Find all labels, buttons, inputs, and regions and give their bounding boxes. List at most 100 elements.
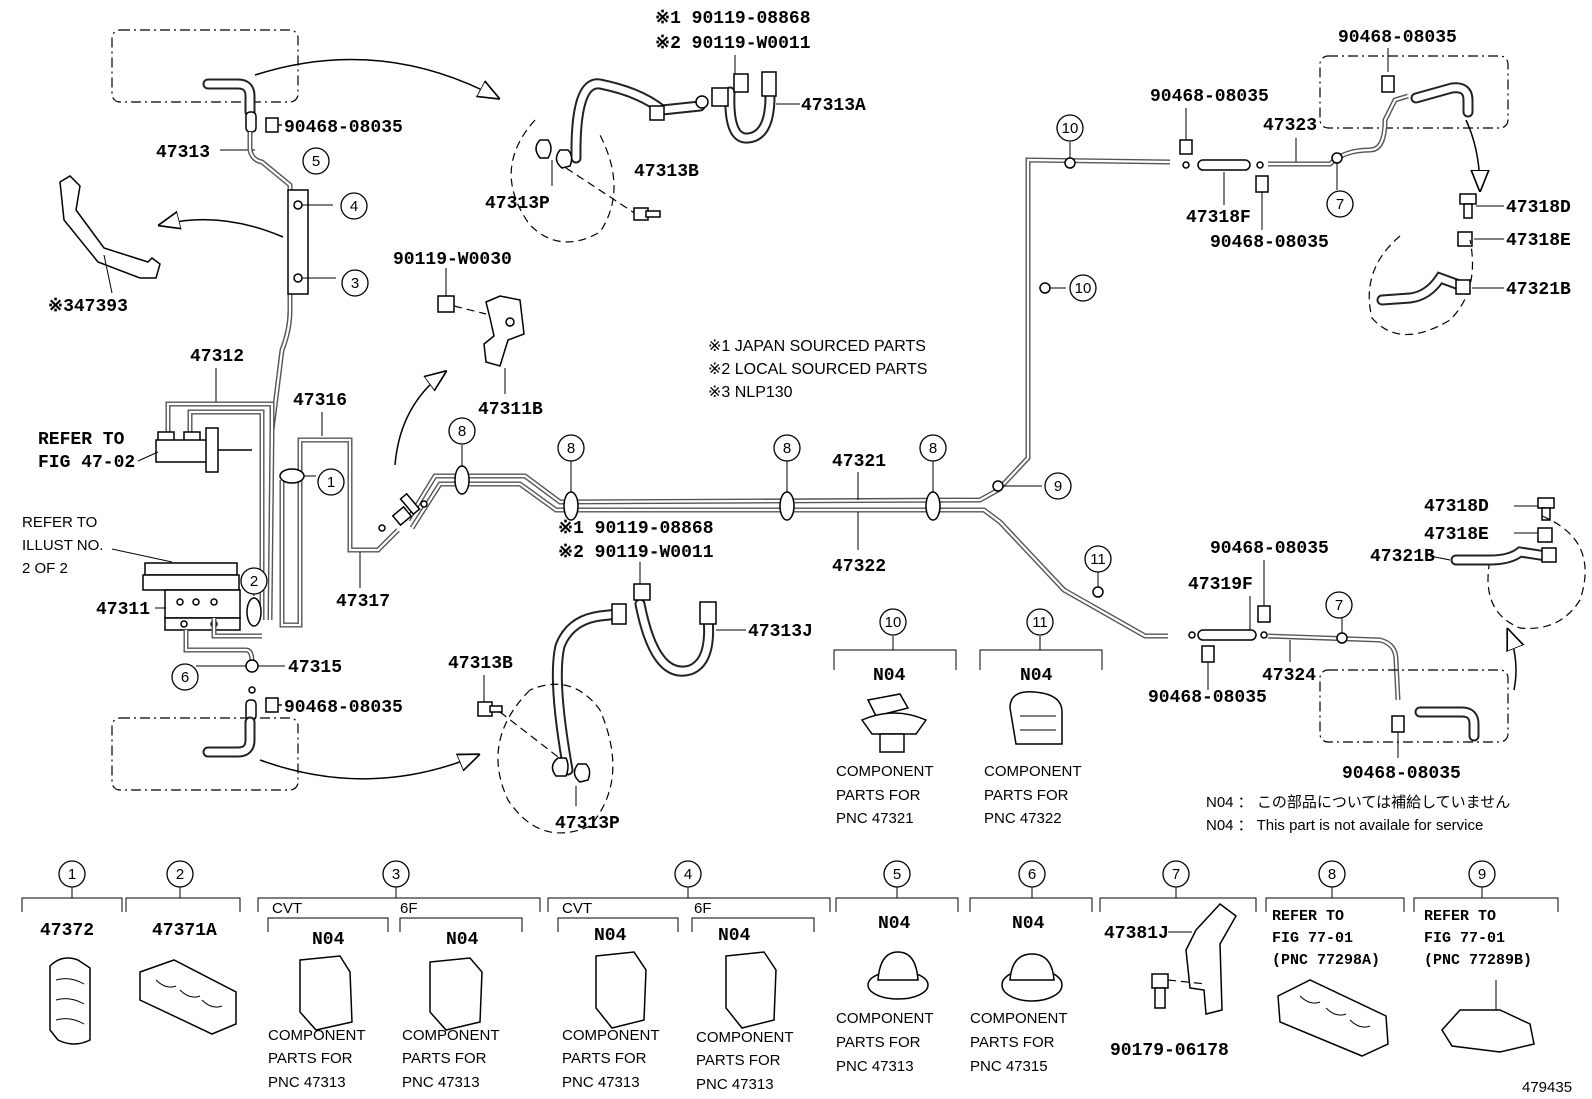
part-label-47323: 47323 (1263, 116, 1317, 136)
illustration-id: 479435 (1522, 1079, 1572, 1096)
note-japan: ※1 JAPAN SOURCED PARTS (708, 338, 926, 355)
callout-number-6-23: 6 (1028, 866, 1036, 883)
callout-number-5-22: 5 (893, 866, 901, 883)
bolt-label-clip-bottom-left: 90468-08035 (284, 698, 403, 718)
refer-illust-line3: 2 OF 2 (22, 560, 68, 577)
bottom-1: 47372 (21, 887, 123, 1045)
part-label-47313: 47313 (156, 143, 210, 163)
callout-circle-11-15 (1084, 545, 1112, 573)
refer-illust-line2: ILLUST NO. (22, 537, 103, 554)
callout-number-10-16: 10 (885, 614, 902, 631)
detail-10-line1: COMPONENT (836, 763, 934, 780)
bottom-4-line2b: PARTS FOR (696, 1052, 781, 1069)
bottom-5-line2: PARTS FOR (836, 1034, 921, 1051)
part-label-47321B-mid: 47321B (1370, 547, 1435, 567)
bracket-47311B (483, 295, 525, 394)
bottom-3-line2b: PARTS FOR (402, 1050, 487, 1067)
callout-circle-4-21 (674, 860, 702, 888)
callout-number-6-5: 6 (181, 669, 189, 686)
part-label-47312: 47312 (190, 347, 244, 367)
front-hose-47313A (570, 71, 800, 164)
callout-number-7-24: 7 (1172, 866, 1180, 883)
bolt-label-right-d: 90468-08035 (1210, 539, 1329, 559)
part-label-47393: ※347393 (48, 297, 128, 317)
bottom-8: REFER TO FIG 77-01 (PNC 77298A) (1265, 887, 1405, 1057)
bottom-4: CVT 6F N04 N04 COMPONENT PARTS FOR PNC 4… (547, 887, 831, 1093)
callout-number-11-15: 11 (1090, 551, 1106, 568)
callout-number-3-20: 3 (392, 866, 400, 883)
clip-47313-top: 90468-08035 (265, 117, 403, 138)
fitting-47317 (378, 492, 428, 532)
callout-number-8-25: 8 (1328, 866, 1336, 883)
rear-hose-47313J (551, 583, 746, 776)
bottom-3-code-a: N04 (312, 930, 345, 950)
part-label-47318D-mid: 47318D (1424, 497, 1489, 517)
bolt-label-top-j1: ※1 90119-08868 (655, 9, 811, 29)
bottom-4-code-a: N04 (594, 926, 627, 946)
bolt-label-right-a: 90468-08035 (1338, 28, 1457, 48)
callout-number-1-18: 1 (68, 866, 76, 883)
bottom-9-line1: REFER TO (1424, 908, 1496, 925)
detail-11-line3: PNC 47322 (984, 810, 1062, 827)
note-nlp: ※3 NLP130 (708, 384, 793, 401)
bolt-label-clip-top-left: 90468-08035 (284, 118, 403, 138)
part-label-47318F: 47318F (1186, 208, 1251, 228)
callout-number-8-8: 8 (458, 423, 466, 440)
bottom-8-line2: FIG 77-01 (1272, 930, 1353, 947)
part-label-47318E-mid-visible: 47318E (1424, 525, 1489, 545)
callout-circle-11-17 (1026, 608, 1054, 636)
part-label-47311B: 47311B (478, 400, 543, 420)
callout-circle-8-25 (1318, 860, 1346, 888)
bottom-4-left: CVT (562, 900, 592, 917)
refer-fig-47-line1: REFER TO (38, 430, 125, 450)
callout-circle-7-24 (1162, 860, 1190, 888)
n04-note-en: N04 ： This part is not availale for serv… (1206, 817, 1483, 834)
bottom-4-line1b: COMPONENT (696, 1029, 794, 1046)
detail-10-line2: PARTS FOR (836, 787, 921, 804)
bottom-3: CVT 6F N04 N04 COMPONENT PARTS FOR PNC 4… (257, 887, 541, 1091)
right-top-hose-detail (1368, 235, 1504, 336)
callout-circle-8-9 (557, 434, 585, 462)
part-label-47313P-top: 47313P (485, 194, 550, 214)
part-label-47324: 47324 (1262, 666, 1316, 686)
callout-circle-10-13 (1056, 114, 1084, 142)
bottom-7-part: 47381J (1104, 924, 1169, 944)
refer-illust-line1: REFER TO (22, 514, 97, 531)
bottom-4-line2a: PARTS FOR (562, 1050, 647, 1067)
part-label-47315: 47315 (288, 658, 342, 678)
bottom-3-line3b: PNC 47313 (402, 1074, 480, 1091)
bottom-5-code: N04 (878, 914, 911, 934)
top-left-wheel-detail (111, 29, 498, 133)
callout-circle-7-6 (1326, 190, 1354, 218)
right-bottom-wheel-detail (1319, 630, 1516, 743)
detail-11-code: N04 (1020, 666, 1053, 686)
part-label-47316: 47316 (293, 391, 347, 411)
bottom-3-line3a: PNC 47313 (268, 1074, 346, 1091)
bottom-4-code-b: N04 (718, 926, 751, 946)
callout-circle-3-20 (382, 860, 410, 888)
part-label-47317: 47317 (336, 592, 390, 612)
callout-circle-7-7 (1325, 591, 1353, 619)
bolt-label-mid-j2: ※2 90119-W0011 (558, 543, 714, 563)
callout-number-9-26: 9 (1478, 866, 1486, 883)
part-label-47313A: 47313A (801, 96, 866, 116)
callout-circle-2-1 (240, 567, 268, 595)
callout-circle-2-19 (166, 860, 194, 888)
detail-11-line2: PARTS FOR (984, 787, 1069, 804)
callout-circle-8-11 (919, 434, 947, 462)
detail-11: N04 COMPONENT PARTS FOR PNC 47322 (979, 636, 1103, 827)
callout-circle-1-18 (58, 860, 86, 888)
callout-number-10-13: 10 (1062, 120, 1079, 137)
bottom-6-line3: PNC 47315 (970, 1058, 1048, 1075)
bottom-6-line2: PARTS FOR (970, 1034, 1055, 1051)
callout-number-5-4: 5 (312, 153, 320, 170)
part-label-47313J: 47313J (748, 622, 813, 642)
bottom-4-line1a: COMPONENT (562, 1027, 660, 1044)
callout-number-10-14: 10 (1075, 280, 1092, 297)
part-label-47321: 47321 (832, 452, 886, 472)
part-label-47318E-top: 47318E (1506, 231, 1571, 251)
callout-number-2-19: 2 (176, 866, 184, 883)
callout-circle-8-8 (448, 417, 476, 445)
